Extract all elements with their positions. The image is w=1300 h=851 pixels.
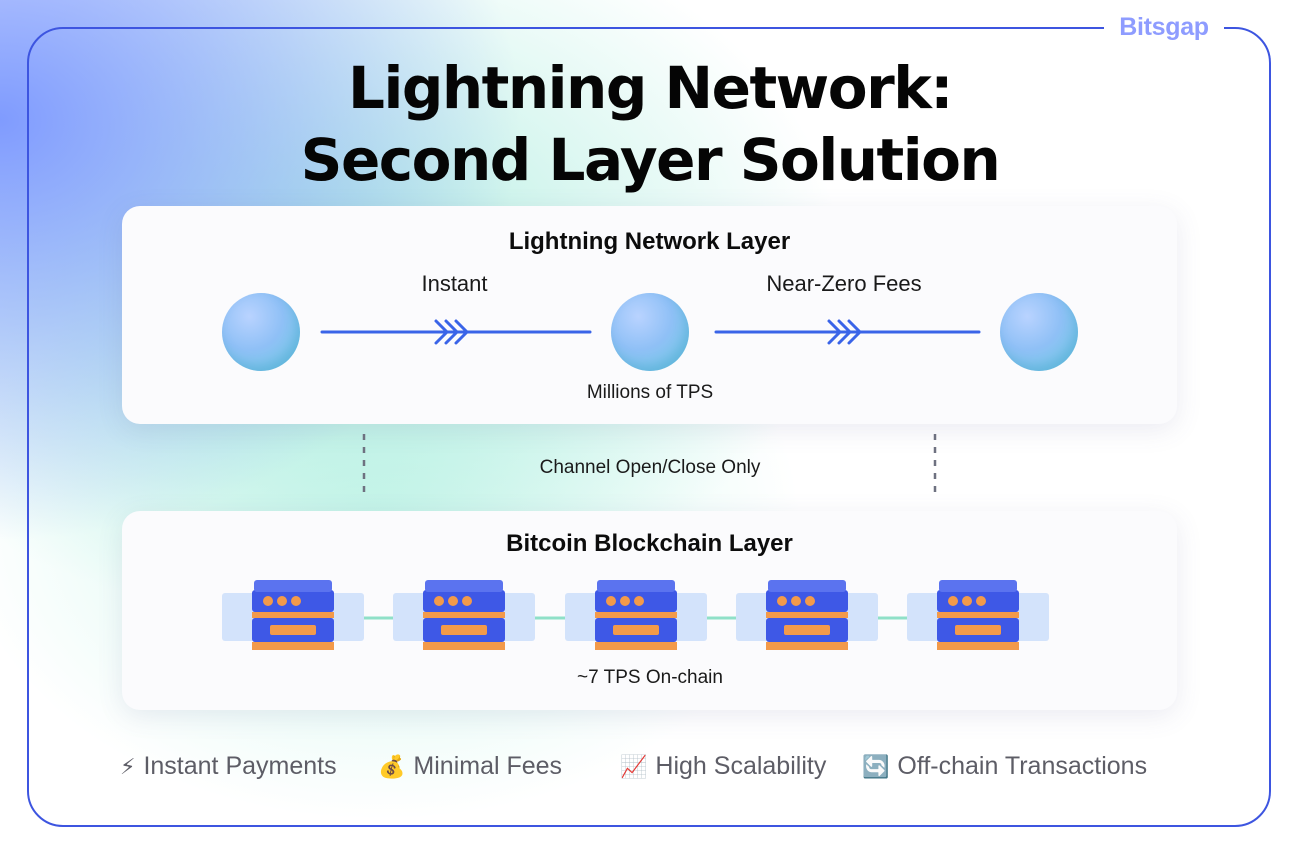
money-bag-icon: 💰 <box>378 754 406 779</box>
block-server-2 <box>393 580 535 652</box>
benefits-row: ⚡ Instant Payments 💰 Minimal Fees 📈 High Sc… <box>0 752 1300 788</box>
label-instant: Instant <box>421 271 488 296</box>
page-title: Lightning Network: Second Layer Solution <box>0 52 1300 196</box>
benefit-label: Minimal Fees <box>413 752 563 780</box>
chart-up-icon: 📈 <box>620 754 648 779</box>
page-title-line-1: Lightning Network: <box>348 54 953 122</box>
benefit-high-scalability: 📈 High Scalability <box>620 752 826 781</box>
channel-arrow-right <box>714 319 981 345</box>
outer-frame <box>27 27 1271 827</box>
cycle-icon: 🔄 <box>862 754 890 779</box>
benefit-off-chain-transactions: 🔄 Off-chain Transactions <box>862 752 1147 781</box>
label-millions-of-tps: Millions of TPS <box>586 382 714 403</box>
benefit-label: High Scalability <box>655 752 827 780</box>
lightning-node-2 <box>611 293 689 371</box>
page-title-line-2: Second Layer Solution <box>300 126 1001 194</box>
block-server-5 <box>907 580 1049 652</box>
payment-channel-arrows <box>320 319 981 345</box>
channel-arrow-left <box>320 319 592 345</box>
lightning-layer-card: Lightning Network Layer Instant Near-Zer… <box>122 206 1177 424</box>
benefit-label: Off-chain Transactions <box>897 752 1148 780</box>
label-near-zero-fees: Near-Zero Fees <box>766 271 922 296</box>
block-server-1 <box>222 580 364 652</box>
lightning-layer-title: Lightning Network Layer <box>508 228 791 255</box>
bitcoin-layer-card: Bitcoin Blockchain Layer <box>122 511 1177 710</box>
benefit-minimal-fees: 💰 Minimal Fees <box>378 752 562 781</box>
bitsgap-logo: Bitsgap <box>1104 10 1224 46</box>
layer-connectors <box>362 434 937 492</box>
lightning-node-1 <box>222 293 300 371</box>
lightning-node-3 <box>1000 293 1078 371</box>
lightning-icon: ⚡ <box>120 754 136 779</box>
benefit-label: Instant Payments <box>143 752 337 780</box>
benefit-instant-payments: ⚡ Instant Payments <box>120 752 337 781</box>
label-7-tps-on-chain: ~7 TPS On-chain <box>577 667 723 688</box>
bitcoin-layer-title: Bitcoin Blockchain Layer <box>506 530 793 557</box>
block-server-3 <box>565 580 707 652</box>
block-server-4 <box>736 580 878 652</box>
channel-open-close-label: Channel Open/Close Only <box>539 457 761 478</box>
